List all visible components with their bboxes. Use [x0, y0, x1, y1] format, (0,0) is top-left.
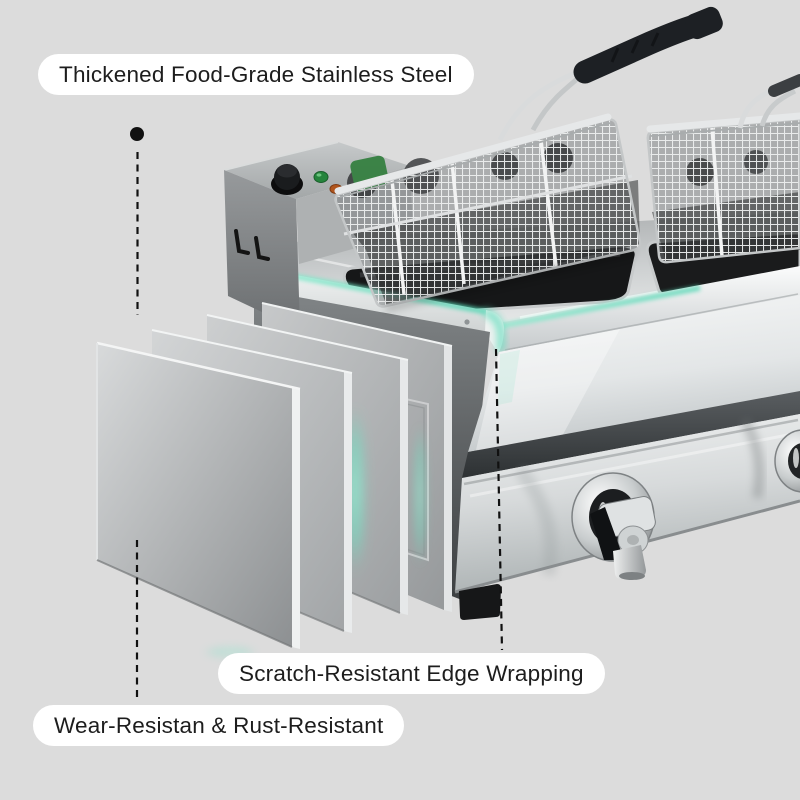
- basket-rim: [334, 113, 612, 195]
- drain-valve-right: [774, 429, 800, 493]
- fryer-separator-band: [462, 391, 800, 478]
- label-wear-rust: Wear-Resistan & Rust-Resistant: [33, 705, 405, 746]
- fryer-foot: [459, 584, 501, 620]
- steel-plates: [96, 302, 453, 659]
- label-edge-wrapping: Scratch-Resistant Edge Wrapping: [218, 653, 605, 694]
- basket-handle-wire: [497, 66, 586, 142]
- basket-rim: [646, 112, 800, 133]
- temperature-knob: [271, 164, 303, 195]
- edge-wrap-left-band: [254, 268, 489, 332]
- edge-wrap-front-band: [494, 266, 800, 352]
- valve-handle: [590, 507, 623, 560]
- label-stainless-steel: Thickened Food-Grade Stainless Steel: [38, 54, 474, 95]
- basket-mesh: [335, 119, 641, 307]
- callouts: [130, 127, 504, 702]
- fry-basket-right: [646, 74, 800, 264]
- steel-plate-1: [96, 341, 301, 649]
- teal-glow-back: [412, 423, 428, 567]
- power-indicator-green: [313, 171, 329, 183]
- callout-dot: [130, 127, 144, 141]
- edge-glow-front: [495, 285, 701, 330]
- drain-valve-left: [571, 472, 656, 580]
- basket-hooks: [234, 229, 270, 261]
- fry-basket-left: [334, 6, 723, 312]
- fryer-front-face: [468, 295, 800, 452]
- edge-glow-corner: [482, 308, 505, 353]
- callout-line-edge: [494, 348, 504, 651]
- basket-mesh: [647, 119, 800, 263]
- basket-handle-grip: [768, 74, 800, 97]
